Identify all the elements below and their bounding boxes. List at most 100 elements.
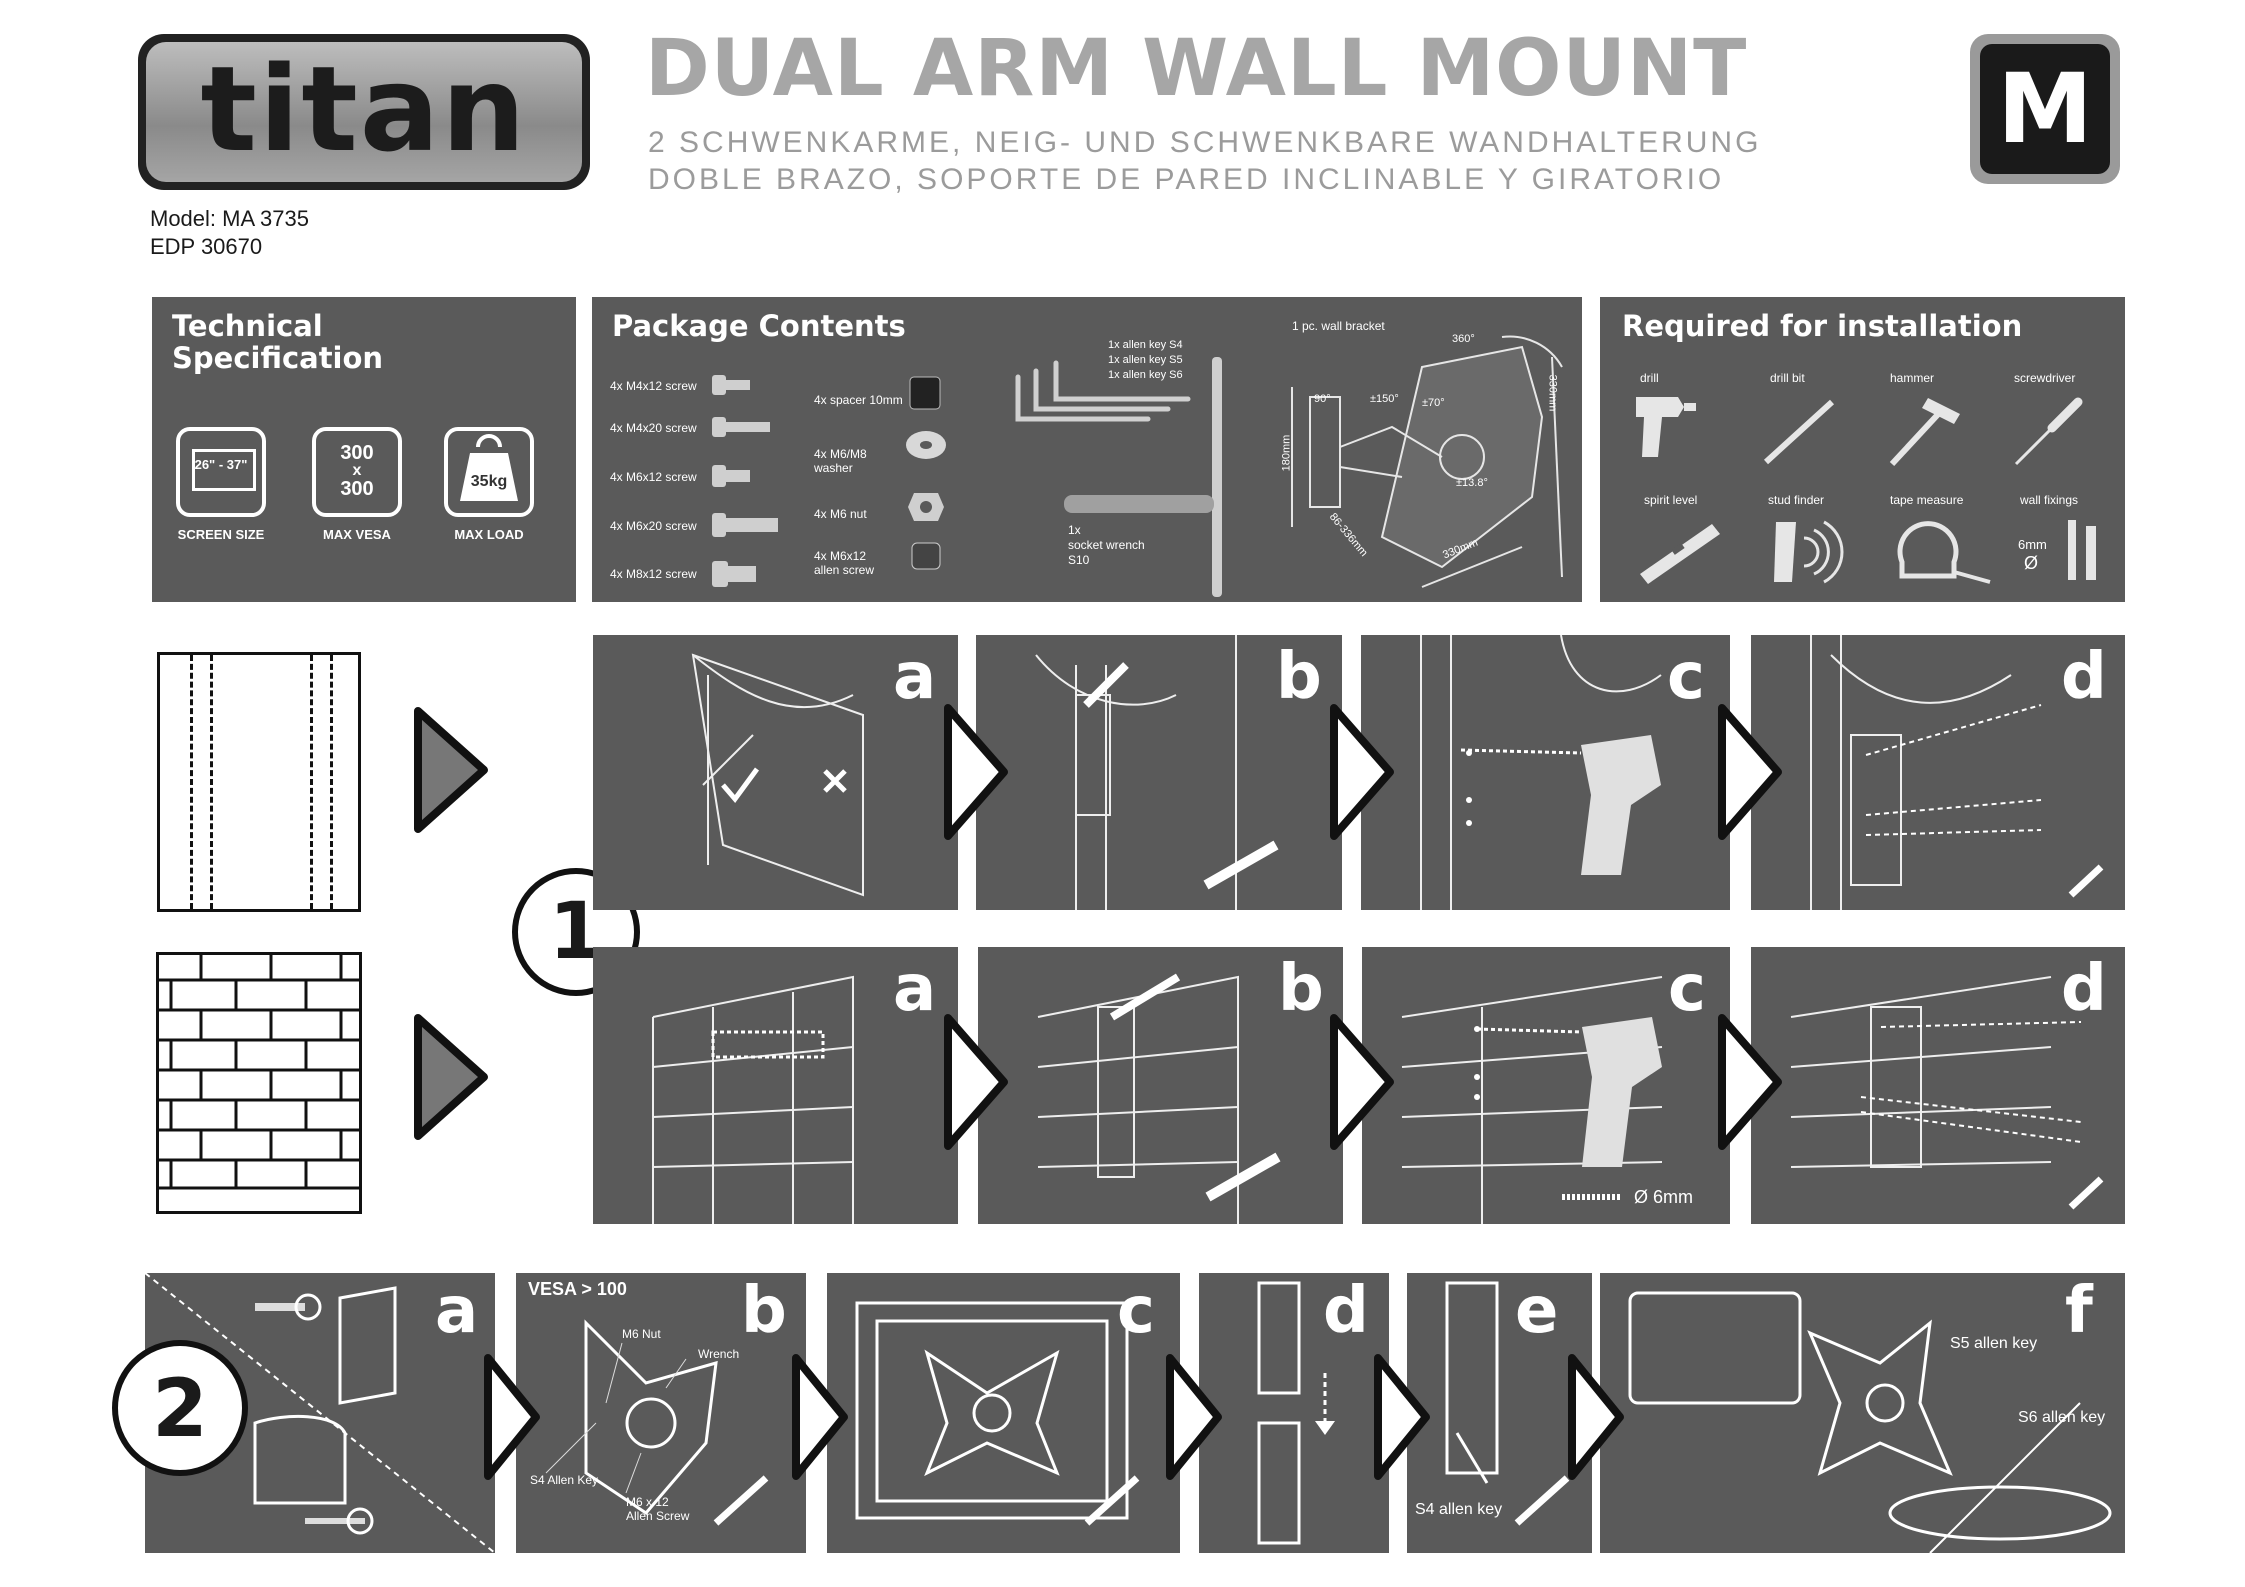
socket-label: S10 — [1068, 553, 1090, 567]
tool-label: drill bit — [1770, 371, 1805, 385]
label-s5-allen-key: S5 allen key — [1950, 1335, 2038, 1352]
label-s6-allen-key: S6 allen key — [2018, 1409, 2106, 1426]
required-tools-panel: Required for installation drill drill bi… — [1600, 297, 2125, 602]
arrow-right-icon — [414, 707, 488, 833]
dim-swivel: ±150° — [1370, 393, 1399, 405]
step-2b-panel: VESA > 100 M6 Nut Wrench S4 Allen Key M6… — [516, 1273, 806, 1553]
tool-label: hammer — [1890, 371, 1935, 385]
step-letter: b — [741, 1274, 787, 1348]
size-badge: M — [1970, 34, 2120, 184]
package-title: Package Contents — [612, 309, 906, 343]
step-letter: b — [1278, 952, 1324, 1026]
screen-size-label: SCREEN SIZE — [177, 527, 265, 542]
hammer-icon — [1889, 398, 1960, 467]
step-letter: d — [1323, 1274, 1369, 1348]
subtitle-de: 2 SCHWENKARME, NEIG- UND SCHWENKBARE WAN… — [648, 126, 1762, 159]
arrow-right-icon — [1166, 1354, 1222, 1480]
socket-label: socket wrench — [1068, 538, 1145, 552]
label-wrench: Wrench — [698, 1347, 740, 1361]
vesa-label: MAX VESA — [323, 527, 391, 542]
weight-label: MAX LOAD — [454, 527, 524, 542]
step-1c-brick-panel: Ø 6mm c — [1362, 947, 1730, 1224]
arrow-right-icon — [944, 704, 1008, 840]
tool-label: tape measure — [1890, 493, 1964, 507]
socket-label: 1x — [1068, 523, 1081, 537]
weight-icon: 35kg — [444, 427, 534, 517]
label-m6x12: M6 x 12 — [626, 1495, 669, 1509]
weight-value: 35kg — [470, 473, 508, 490]
screw-label: 4x M4x20 screw — [610, 421, 697, 435]
wall-fixing-size: 6mm — [2018, 537, 2047, 552]
dim-height: 180mm — [1280, 434, 1293, 472]
package-contents-panel: Package Contents 4x M4x12 screw 4x M4x20… — [592, 297, 1582, 602]
arrow-right-icon — [1374, 1354, 1430, 1480]
label-allen-screw: Allen Screw — [626, 1509, 690, 1523]
socket-wrench-illustration — [1064, 357, 1222, 597]
brand-logo: titan — [138, 34, 590, 190]
tech-spec-panel: Technical Specification 26" - 37" SCREEN… — [152, 297, 576, 602]
size-badge-letter: M — [1997, 53, 2093, 165]
dim-swivel2: ±70° — [1422, 397, 1445, 409]
label-m6-nut: M6 Nut — [622, 1327, 661, 1341]
tool-label: stud finder — [1768, 493, 1825, 507]
spacer-label: 4x spacer 10mm — [814, 393, 903, 407]
spacers-illustration — [906, 376, 946, 570]
dim-tilt-up: 90° — [1314, 393, 1331, 405]
allen-key-label: 1x allen key S5 — [1108, 354, 1183, 366]
step-1b-stud-panel: b — [976, 635, 1342, 910]
screws-illustration — [712, 375, 778, 587]
step-letter: c — [1667, 640, 1705, 714]
step-1a-stud-panel: a — [593, 635, 958, 910]
step-letter: d — [2061, 640, 2107, 714]
arrow-right-icon — [1330, 1014, 1394, 1150]
required-title: Required for installation — [1622, 309, 2023, 343]
tech-spec-title-1: Technical — [172, 309, 323, 343]
wall-type-stud — [157, 652, 361, 912]
page-title: DUAL ARM WALL MOUNT — [645, 24, 1748, 114]
drill-icon — [1636, 397, 1696, 457]
subtitle-es: DOBLE BRAZO, SOPORTE DE PARED INCLINABLE… — [648, 163, 1725, 196]
step-letter: b — [1276, 640, 1322, 714]
nut-label: 4x M6 nut — [814, 507, 867, 521]
step-1d-stud-panel: d — [1751, 635, 2125, 910]
step-1c-stud-panel: c — [1361, 634, 1730, 910]
screen-icon: 26" - 37" — [176, 427, 266, 517]
screw-label: 4x M6x12 screw — [610, 470, 697, 484]
arrow-right-icon — [414, 1014, 488, 1140]
screen-size-value: 26" - 37" — [194, 457, 248, 472]
allen-screw-label: 4x M6x12 allen screw — [814, 549, 875, 577]
arrow-right-icon — [1568, 1354, 1624, 1480]
logo-text: titan — [200, 40, 528, 178]
model-number: Model: MA 3735 — [150, 206, 309, 231]
step-letter: c — [1668, 952, 1706, 1026]
arrow-right-icon — [1330, 704, 1394, 840]
step-2e-panel: S4 allen key e — [1407, 1273, 1592, 1553]
vesa-mid: x — [352, 462, 362, 479]
drill-bit-icon — [1763, 399, 1835, 465]
step-2-badge: 2 — [112, 1340, 248, 1476]
stud-finder-icon — [1774, 520, 1844, 584]
allen-keys-illustration — [1015, 360, 1191, 422]
edp-number: EDP 30670 — [150, 234, 263, 259]
screw-label: 4x M4x12 screw — [610, 379, 697, 393]
dim-tilt: ±13.8° — [1456, 477, 1488, 489]
dim-width: 330mm — [1546, 374, 1559, 412]
step-letter: e — [1515, 1274, 1559, 1348]
washer-label: 4x M6/M8 washer — [814, 447, 867, 475]
wall-fixings-icon — [2068, 520, 2096, 580]
step-letter: a — [893, 640, 937, 714]
label-s4-allen-key: S4 Allen Key — [530, 1473, 599, 1487]
step-letter: a — [893, 952, 937, 1026]
tech-spec-title-2: Specification — [172, 341, 384, 375]
tool-label: drill — [1640, 371, 1659, 385]
arrow-right-icon — [1718, 704, 1782, 840]
vesa-top: 300 — [340, 442, 374, 464]
step-2c-panel: c — [827, 1273, 1180, 1553]
screwdriver-icon — [2014, 397, 2083, 466]
arrow-right-icon — [1718, 1014, 1782, 1150]
arrow-right-icon — [792, 1354, 848, 1480]
vesa-icon: 300 x 300 — [312, 427, 402, 517]
screw-label: 4x M6x20 screw — [610, 519, 697, 533]
tool-label: wall fixings — [2020, 493, 2079, 507]
arrow-right-icon — [484, 1354, 540, 1480]
